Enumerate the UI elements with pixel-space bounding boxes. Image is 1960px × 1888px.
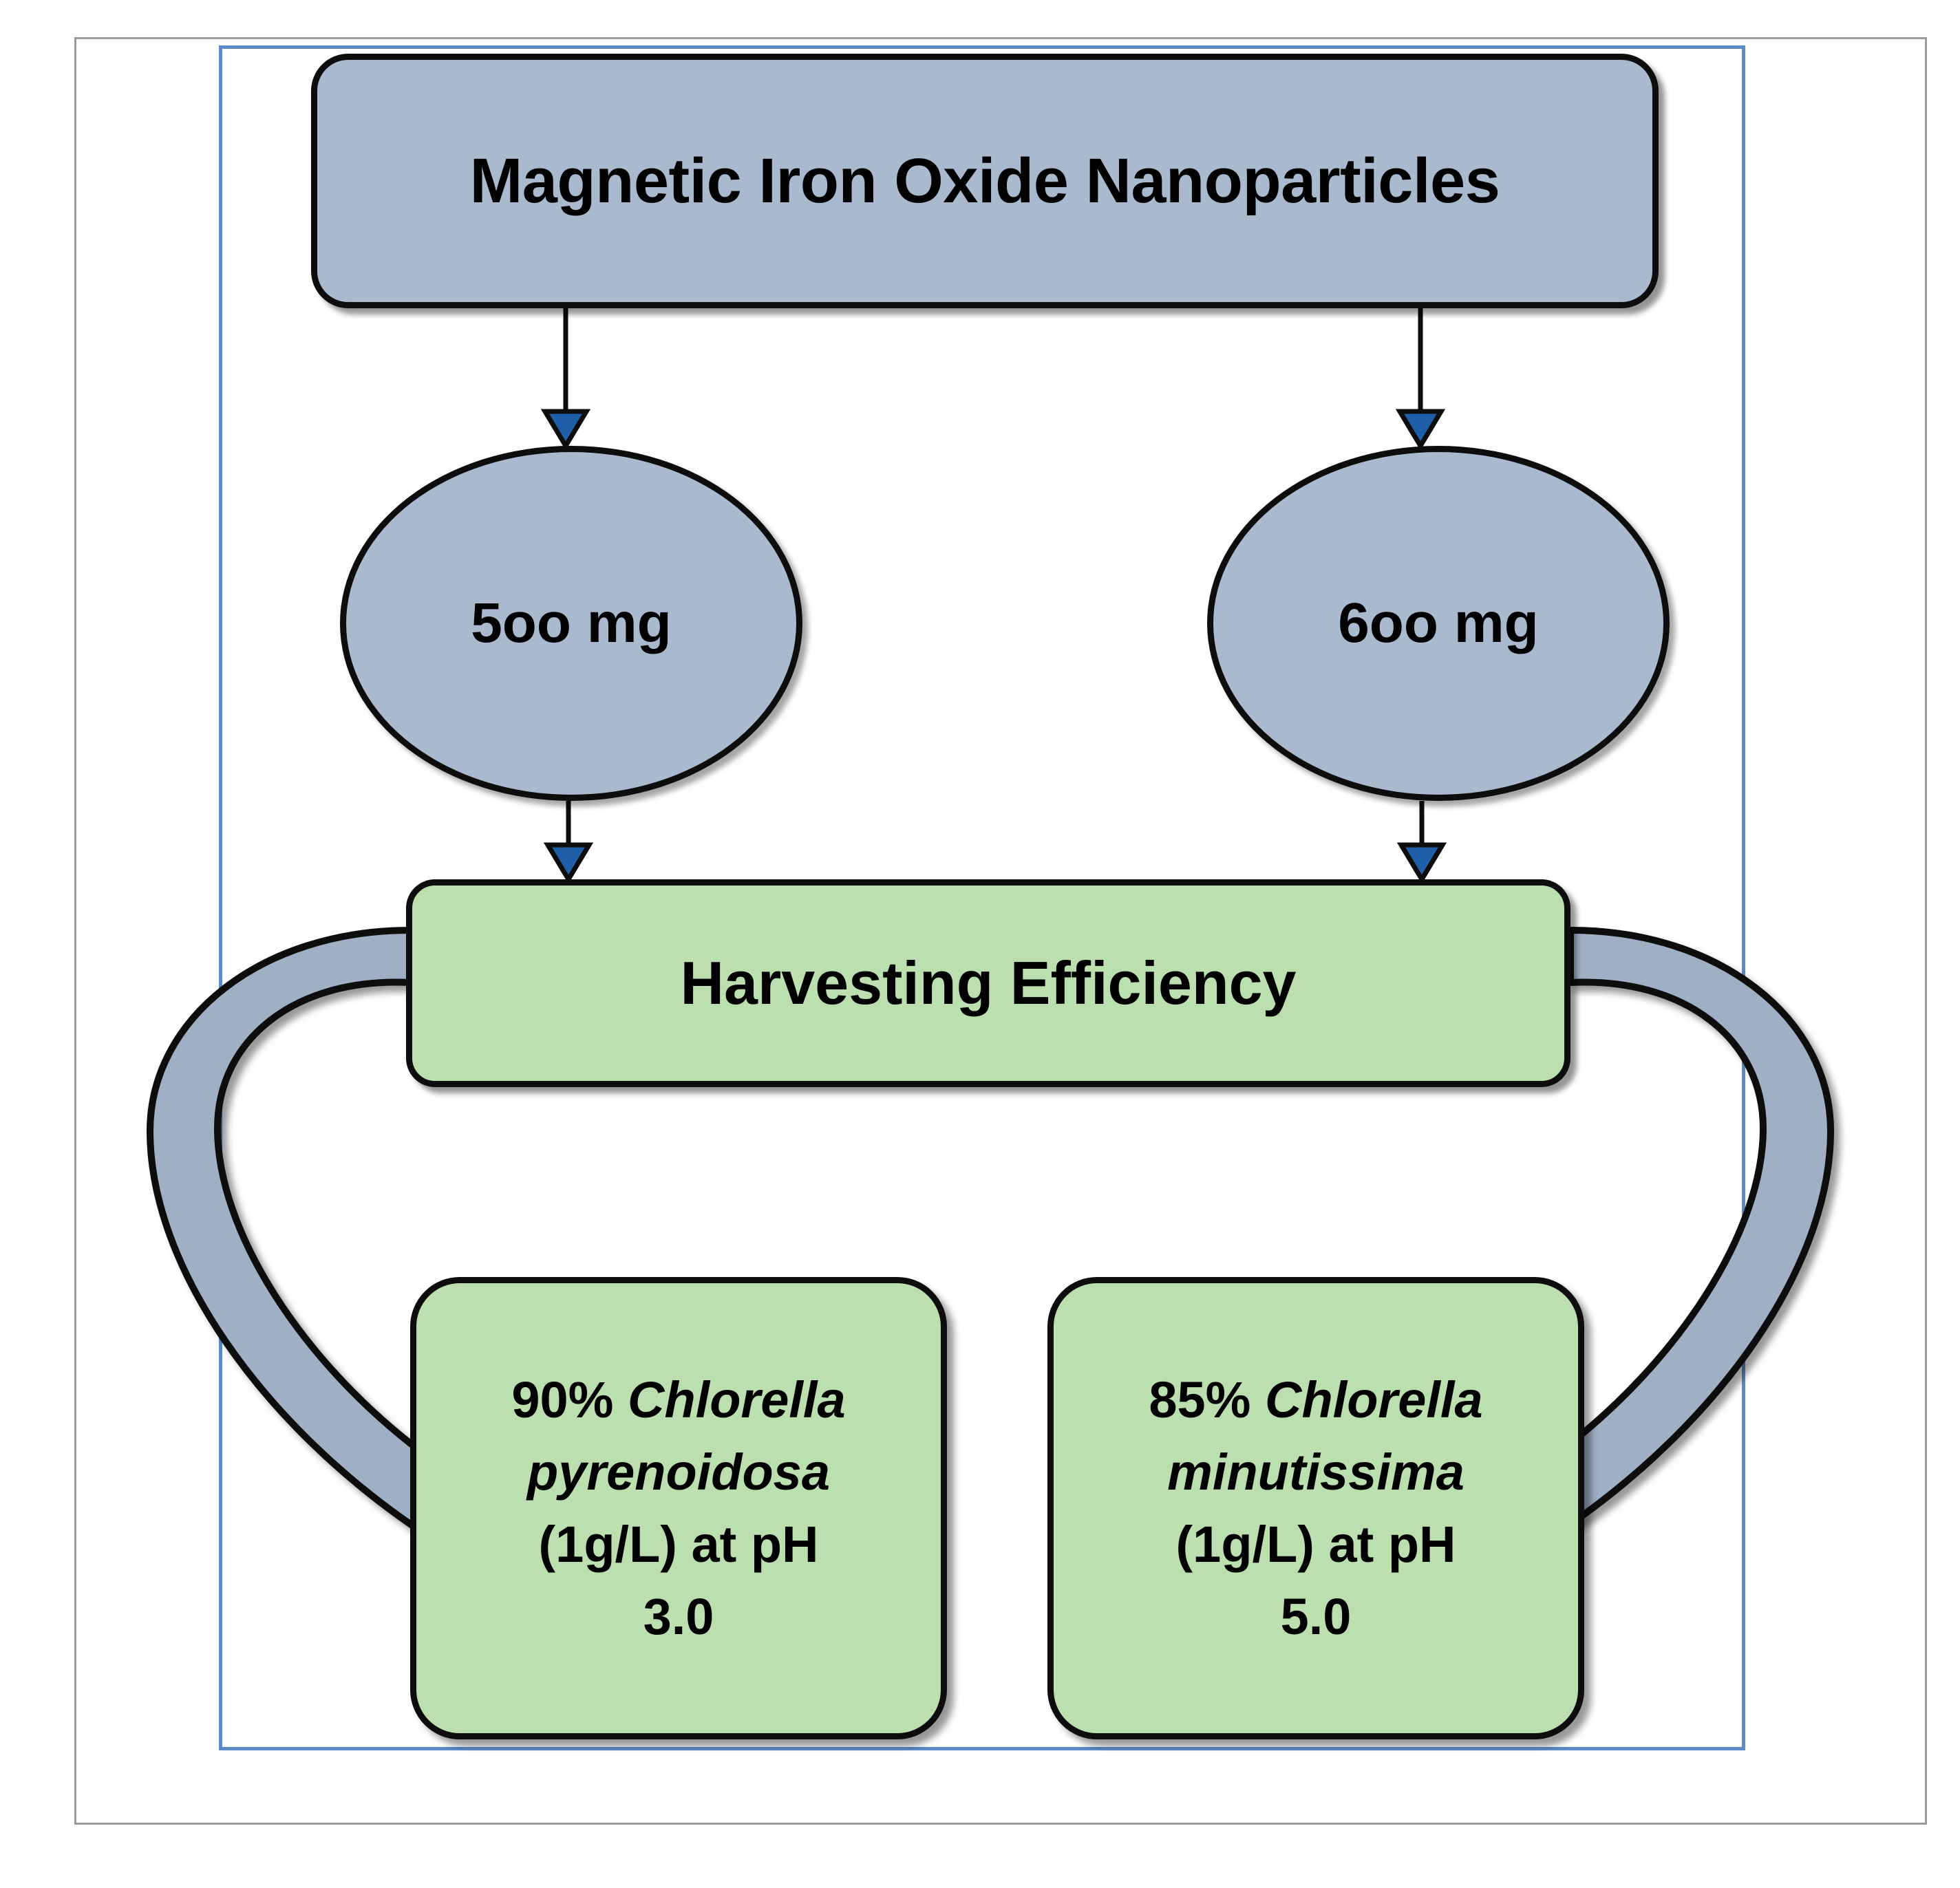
outcome-left-species: pyrenoidosa <box>527 1443 830 1501</box>
outcome-right-concentration: (1g/L) at pH <box>1175 1516 1456 1573</box>
outcome-right-genus: Chlorella <box>1265 1371 1483 1428</box>
node-dosage-500mg[interactable]: 5oo mg <box>340 446 802 801</box>
node-dosage-600mg[interactable]: 6oo mg <box>1207 446 1670 801</box>
outcome-right-percent: 85% <box>1149 1371 1251 1428</box>
outcome-left-genus: Chlorella <box>628 1371 846 1428</box>
node-title-label: Magnetic Iron Oxide Nanoparticles <box>469 145 1500 216</box>
dosage-right-label: 6oo mg <box>1338 592 1539 654</box>
node-outcome-chlorella-pyrenoidosa[interactable]: 90% Chlorella pyrenoidosa (1g/L) at pH 3… <box>410 1277 947 1739</box>
dosage-left-label: 5oo mg <box>471 592 672 654</box>
outcome-left-concentration: (1g/L) at pH <box>538 1516 819 1573</box>
outcome-left-ph: 3.0 <box>643 1588 714 1646</box>
outcome-right-ph: 5.0 <box>1280 1588 1352 1646</box>
efficiency-label: Harvesting Efficiency <box>680 949 1297 1017</box>
node-magnetic-iron-oxide-nanoparticles[interactable]: Magnetic Iron Oxide Nanoparticles <box>311 54 1659 308</box>
node-harvesting-efficiency[interactable]: Harvesting Efficiency <box>406 879 1570 1087</box>
node-outcome-chlorella-minutissima[interactable]: 85% Chlorella minutissima (1g/L) at pH 5… <box>1047 1277 1584 1739</box>
outcome-right-species: minutissima <box>1167 1443 1464 1501</box>
outcome-right-text: 85% Chlorella minutissima (1g/L) at pH 5… <box>1133 1364 1498 1653</box>
outcome-left-percent: 90% <box>511 1371 614 1428</box>
inner-blue-frame <box>219 45 1745 1750</box>
outcome-left-text: 90% Chlorella pyrenoidosa (1g/L) at pH 3… <box>496 1364 860 1653</box>
